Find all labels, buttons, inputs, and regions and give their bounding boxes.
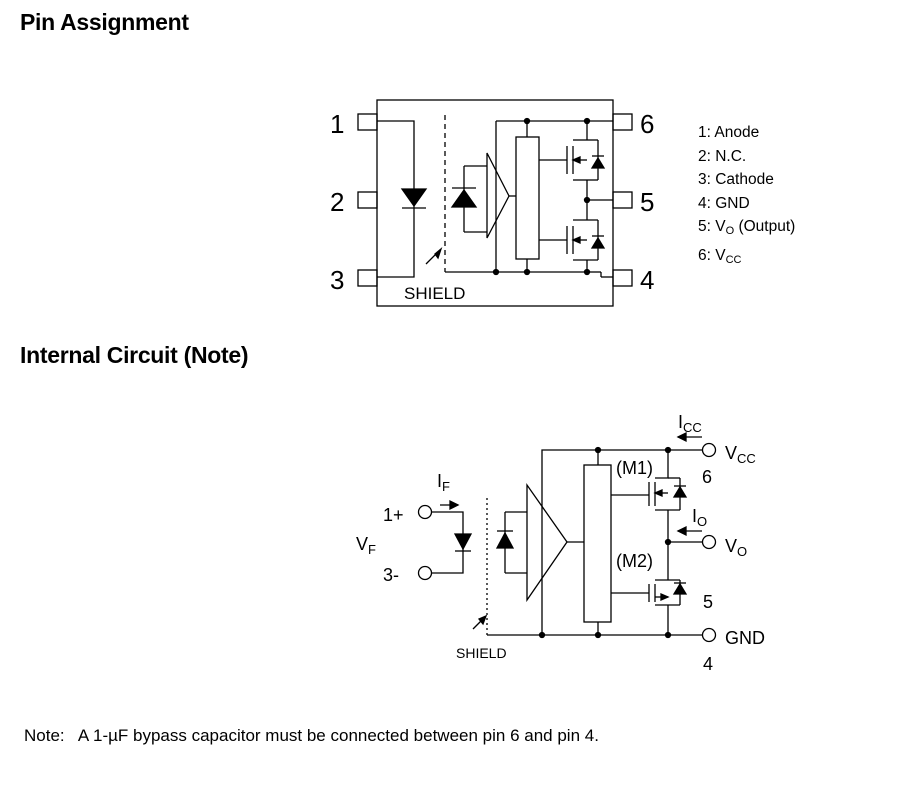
circuit-led-icon (453, 533, 473, 551)
terminal-3-minus (417, 565, 433, 581)
circuit-photodiode-icon (495, 531, 515, 549)
pin-list-item: 6: VCC (698, 246, 742, 266)
pin1-plus-label: 1+ (383, 505, 404, 525)
pin-list-item: 5: VO (Output) (698, 218, 796, 237)
pin-number-2: 2 (330, 187, 344, 217)
if-label: IF (437, 471, 450, 494)
pin-list-item: 2: N.C. (698, 147, 747, 165)
photodiode-icon (450, 188, 478, 208)
buffer-block (515, 136, 540, 260)
m1-body-diode-icon (672, 485, 688, 498)
pin6-label: 6 (702, 467, 712, 487)
pin-5-stub (612, 191, 633, 209)
pin3-minus-label: 3- (383, 565, 399, 585)
pin-number-6: 6 (640, 109, 654, 139)
internal-circuit-heading: Internal Circuit (Note) (20, 342, 249, 368)
pin-number-1: 1 (330, 109, 344, 139)
pin5-label: 5 (703, 592, 713, 612)
circuit-amplifier (526, 482, 568, 603)
pin-2-stub (357, 191, 378, 209)
circuit-buffer-block (583, 464, 612, 623)
pin-3-stub (357, 269, 378, 287)
m2-body-diode-icon (672, 582, 688, 595)
pin4-label: 4 (703, 654, 713, 674)
terminal-vcc (701, 442, 717, 458)
pin-number-5: 5 (640, 187, 654, 217)
terminal-vo (701, 534, 717, 550)
vcc-label: VCC (725, 443, 756, 466)
shield-label: SHIELD (404, 284, 465, 303)
m1-label: (M1) (616, 458, 653, 478)
amplifier-triangle (486, 152, 510, 239)
pin-list: 1: Anode 2: N.C. 3: Cathode 4: GND 5: VO… (698, 121, 795, 272)
pin-4-stub (612, 269, 633, 287)
m2-label: (M2) (616, 551, 653, 571)
led-diode-icon (400, 188, 428, 208)
pin-assignment-heading: Pin Assignment (20, 9, 189, 35)
terminal-1-plus (417, 504, 433, 520)
pin-number-4: 4 (640, 265, 654, 295)
pin-list-item: 1: Anode (698, 124, 760, 141)
bypass-capacitor-note: Note: A 1-µF bypass capacitor must be co… (24, 726, 599, 745)
icc-label: ICC (678, 412, 702, 435)
gnd-label: GND (725, 628, 765, 648)
pin-list-item: 3: Cathode (698, 171, 774, 188)
vo-label: VO (725, 536, 747, 559)
terminal-gnd (701, 627, 717, 643)
body-diode-2-icon (590, 236, 606, 249)
pin-1-stub (357, 113, 378, 131)
circuit-shield-label: SHIELD (456, 645, 507, 661)
pin-6-stub (612, 113, 633, 131)
body-diode-1-icon (590, 156, 606, 169)
pin-list-item: 4: GND (698, 194, 750, 212)
io-label: IO (692, 506, 707, 529)
vf-label: VF (356, 534, 376, 557)
pin-number-3: 3 (330, 265, 344, 295)
